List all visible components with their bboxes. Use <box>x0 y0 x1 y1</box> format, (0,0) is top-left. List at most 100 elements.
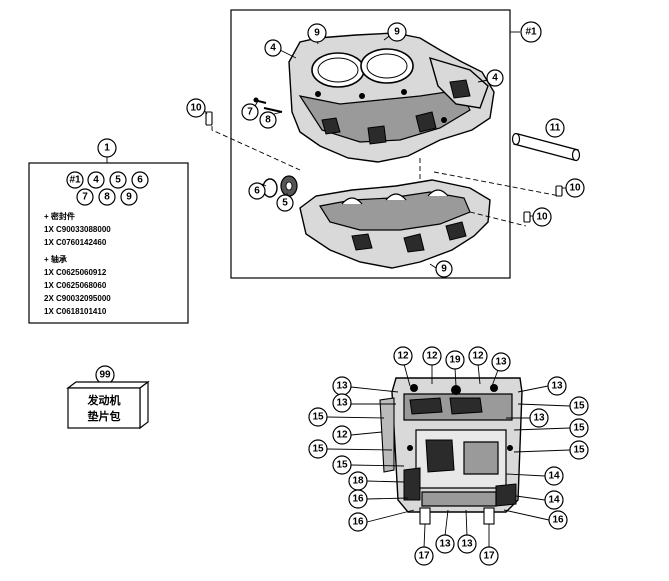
svg-text:19: 19 <box>449 355 461 366</box>
svg-text:16: 16 <box>552 515 564 526</box>
svg-text:4: 4 <box>93 175 99 186</box>
callout-10-b: 10 <box>562 178 585 198</box>
callout-13-right-2: 13 <box>506 408 549 428</box>
callout-5: 5 <box>276 193 294 212</box>
callout-19: 19 <box>445 350 465 387</box>
dowel-part-10-right-a <box>555 185 563 197</box>
kit-ref-4: 4 <box>87 171 105 189</box>
svg-text:5: 5 <box>282 198 288 209</box>
callout-16-right: 16 <box>503 509 568 530</box>
svg-text:4: 4 <box>270 43 276 54</box>
svg-text:#1: #1 <box>69 175 81 186</box>
callout-15-right-2: 15 <box>513 418 589 438</box>
svg-text:4: 4 <box>492 73 498 84</box>
svg-text:13: 13 <box>461 539 473 550</box>
callout-13-left-1: 13 <box>332 376 399 396</box>
upper-crankcase <box>288 32 495 163</box>
svg-text:7: 7 <box>247 107 253 118</box>
kit-seal-line-2: 1X C0760142460 <box>44 238 107 247</box>
svg-text:15: 15 <box>312 412 324 423</box>
svg-text:8: 8 <box>104 192 110 203</box>
svg-text:#1: #1 <box>525 27 537 38</box>
kit-ref-7: 7 <box>76 188 94 206</box>
callout-4-b: 4 <box>477 69 504 87</box>
gasket-pack-line1: 发动机 <box>87 393 121 407</box>
callout-9-a: 9 <box>307 23 327 45</box>
svg-text:5: 5 <box>115 175 121 186</box>
gasket-pack-box <box>66 380 150 430</box>
callout-13-bottom-2: 13 <box>457 509 477 554</box>
callout-9-c: 9 <box>429 260 453 278</box>
callout-10-c: 10 <box>530 207 552 227</box>
svg-text:15: 15 <box>573 423 585 434</box>
kit-bearing-line-2: 1X C0625068060 <box>44 281 107 290</box>
gasket-pack-line2: 垫片包 <box>88 409 121 423</box>
kit-ref-9: 9 <box>120 188 138 206</box>
svg-text:10: 10 <box>536 212 548 223</box>
callout-13-top: 13 <box>491 352 511 387</box>
callout-17-left: 17 <box>414 523 434 566</box>
dowel-part-10-left <box>205 111 213 126</box>
lower-crankcase <box>299 179 491 269</box>
callout-12-top-1: 12 <box>393 346 413 387</box>
svg-text:15: 15 <box>573 401 585 412</box>
svg-text:12: 12 <box>397 351 409 362</box>
callout-15-left-3: 15 <box>332 455 405 475</box>
kit-section-seals-title: + 密封件 <box>44 211 75 221</box>
callout-16-left-2: 16 <box>348 509 415 532</box>
svg-text:13: 13 <box>551 381 563 392</box>
svg-text:13: 13 <box>533 413 545 424</box>
svg-text:15: 15 <box>336 460 348 471</box>
svg-text:10: 10 <box>569 183 581 194</box>
engine-side-view <box>379 377 523 525</box>
svg-text:12: 12 <box>472 351 484 362</box>
oring-part-6 <box>262 178 278 198</box>
kit-seal-line-1: 1X C90033088000 <box>44 225 111 234</box>
callout-99: 99 <box>95 365 115 385</box>
svg-text:6: 6 <box>137 175 143 186</box>
callout-13-left-2: 13 <box>332 393 396 413</box>
callout-8: 8 <box>259 111 283 129</box>
dowel-part-10-right-b <box>523 211 531 223</box>
kit-section-bearings-title: + 轴承 <box>44 254 67 264</box>
kit-ref-group1: #1 <box>66 171 84 189</box>
callout-15-right-1: 15 <box>517 396 589 416</box>
svg-text:12: 12 <box>336 430 348 441</box>
svg-text:13: 13 <box>336 398 348 409</box>
svg-text:17: 17 <box>483 551 495 562</box>
svg-text:16: 16 <box>352 494 364 505</box>
callout-7: 7 <box>241 100 259 121</box>
svg-text:17: 17 <box>418 551 430 562</box>
svg-text:9: 9 <box>441 264 447 275</box>
callout-15-right-3: 15 <box>513 440 589 460</box>
callout-16-left-1: 16 <box>348 489 409 509</box>
crankcase-assembly-frame <box>230 9 511 279</box>
svg-text:14: 14 <box>548 471 560 482</box>
svg-text:10: 10 <box>190 103 202 114</box>
svg-text:13: 13 <box>336 381 348 392</box>
svg-text:13: 13 <box>495 357 507 368</box>
callout-10-a: 10 <box>186 98 208 118</box>
callout-9-b: 9 <box>383 22 407 42</box>
svg-text:14: 14 <box>548 495 560 506</box>
svg-text:16: 16 <box>352 517 364 528</box>
svg-text:11: 11 <box>550 123 561 134</box>
svg-text:8: 8 <box>265 115 271 126</box>
callout-14-right-1: 14 <box>505 466 564 486</box>
callout-13-right-1: 13 <box>517 376 567 396</box>
svg-text:6: 6 <box>254 186 260 197</box>
svg-text:7: 7 <box>82 192 88 203</box>
callout-6: 6 <box>248 182 267 200</box>
kit-ref-6: 6 <box>131 171 149 189</box>
callout-15-left-1: 15 <box>308 407 385 427</box>
svg-text:9: 9 <box>314 28 320 39</box>
svg-text:18: 18 <box>352 476 364 487</box>
svg-text:9: 9 <box>394 27 400 38</box>
callout-15-left-2: 15 <box>308 439 393 459</box>
svg-text:99: 99 <box>99 370 111 381</box>
callout-group-1: #1 <box>510 21 542 43</box>
svg-text:15: 15 <box>312 444 324 455</box>
callout-12-top-3: 12 <box>468 346 488 385</box>
callout-18: 18 <box>348 471 405 491</box>
